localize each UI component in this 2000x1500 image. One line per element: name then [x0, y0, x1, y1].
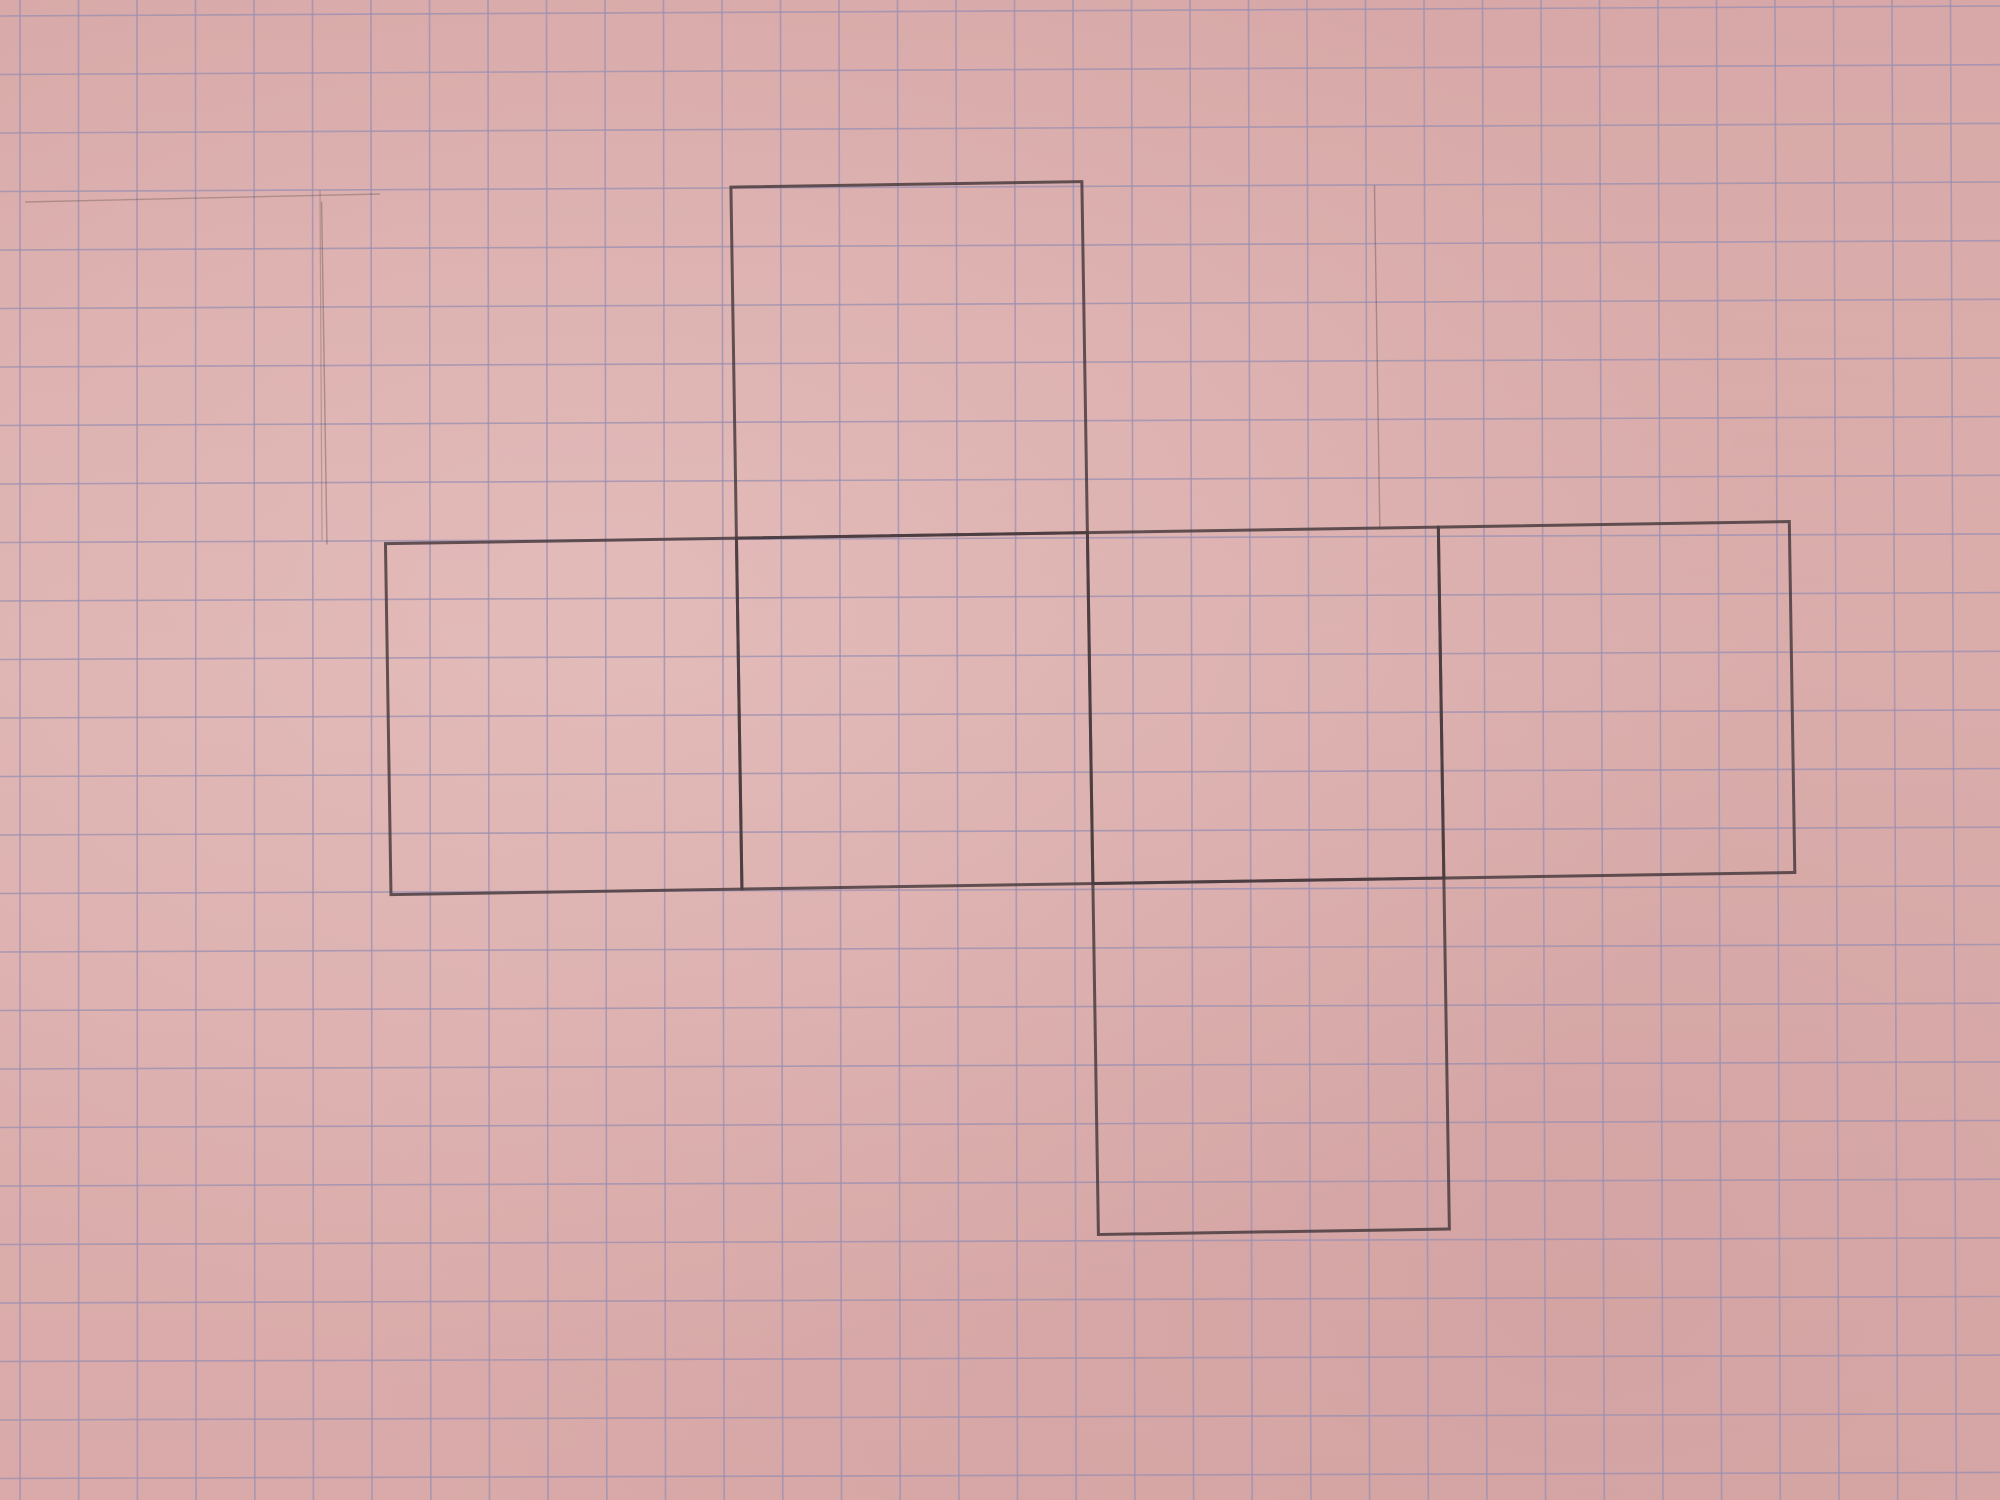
grid-line-horizontal [0, 357, 2000, 368]
grid-line-vertical [545, 0, 549, 1500]
grid-line-horizontal [0, 63, 2000, 76]
grid-line-vertical [1189, 0, 1195, 1500]
grid-line-vertical [1832, 0, 1840, 1500]
grid-line-vertical [428, 0, 432, 1500]
grid-line-vertical [194, 0, 197, 1500]
grid-line-horizontal [0, 5, 2000, 17]
grid-line-horizontal [0, 1413, 2000, 1421]
grid-line-vertical [1657, 0, 1664, 1500]
construction-guide-line [319, 189, 323, 541]
grid-line-horizontal [0, 415, 2000, 427]
cube-net-face-right [1085, 525, 1446, 886]
grid-line-vertical [1423, 0, 1430, 1500]
grid-line-vertical [779, 0, 784, 1500]
grid-line-horizontal [0, 1119, 2000, 1129]
grid-line-vertical [1247, 0, 1253, 1500]
cube-net-face-back [1436, 520, 1797, 880]
grid-line-horizontal [0, 181, 2000, 193]
grid-line-vertical [253, 0, 256, 1500]
grid-line-horizontal [0, 474, 2000, 485]
grid-line-horizontal [0, 239, 2000, 251]
grid-line-horizontal [0, 298, 2000, 310]
grid-line-horizontal [0, 943, 2000, 953]
grid-line-vertical [1949, 0, 1958, 1500]
grid-line-vertical [1715, 0, 1723, 1500]
cube-net-face-top [729, 180, 1089, 540]
grid-line-horizontal [0, 709, 2000, 719]
grid-line-horizontal [0, 826, 2000, 836]
grid-line-vertical [662, 0, 667, 1500]
grid-line-horizontal [0, 533, 2000, 544]
grid-line-vertical [838, 0, 843, 1500]
grid-line-vertical [955, 0, 960, 1500]
grid-line-horizontal [0, 1178, 2000, 1187]
construction-guide-line [24, 193, 381, 203]
grid-line-horizontal [0, 1061, 2000, 1070]
grid-line-vertical [1072, 0, 1077, 1500]
grid-line-horizontal [0, 591, 2000, 602]
grid-line-vertical [1598, 0, 1606, 1500]
grid-line-horizontal [0, 1002, 2000, 1012]
grid-line-horizontal [0, 122, 2000, 134]
grid-line-vertical [896, 0, 902, 1500]
cube-net [320, 180, 1797, 1237]
grid-line-horizontal [0, 1354, 2000, 1363]
grid-line-horizontal [0, 885, 2000, 895]
cube-net-face-left [383, 536, 744, 897]
grid-line-vertical [1481, 0, 1488, 1500]
grid-line-vertical [1364, 0, 1371, 1500]
grid-line-vertical [1891, 0, 1899, 1500]
grid-line-horizontal [0, 767, 2000, 778]
grid-line-vertical [604, 0, 608, 1500]
grid-line-horizontal [0, 1295, 2000, 1304]
grid-line-vertical [311, 0, 315, 1500]
grid-line-vertical [1130, 0, 1136, 1500]
grid-line-vertical [1306, 0, 1312, 1500]
grid-line-horizontal [0, 1237, 2000, 1246]
grid-line-horizontal [0, 1471, 2000, 1480]
construction-guide-line [1373, 185, 1381, 529]
grid-line-vertical [370, 0, 373, 1500]
grid-line-vertical [487, 0, 491, 1500]
grid-line-horizontal [0, 650, 2000, 661]
cube-net-face-front [734, 531, 1095, 891]
construction-guide-line [320, 201, 328, 545]
cube-net-face-bottom [1091, 876, 1451, 1237]
grid-line-vertical [721, 0, 726, 1500]
grid-line-vertical [1774, 0, 1782, 1500]
grid-line-vertical [1540, 0, 1547, 1500]
grid-line-vertical [1013, 0, 1019, 1500]
